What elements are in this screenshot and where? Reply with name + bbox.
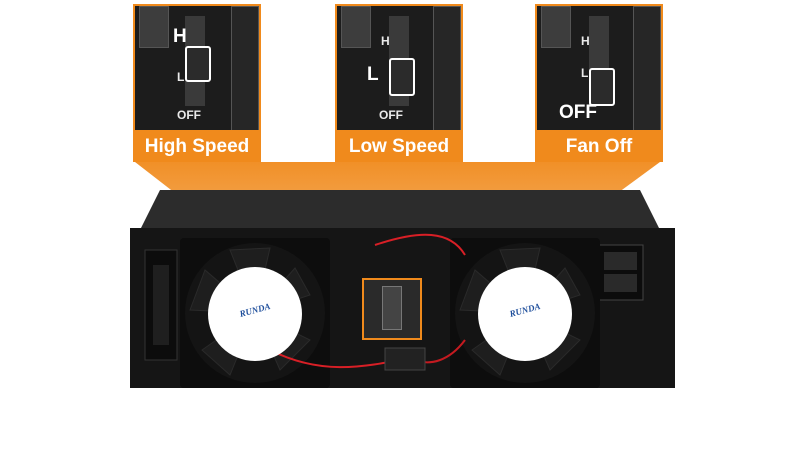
high-speed-off-mark: OFF — [177, 108, 201, 122]
high-speed-l-mark: L — [177, 70, 185, 84]
fan-off-off-mark: OFF — [559, 102, 597, 123]
high-speed-label: High Speed — [133, 132, 261, 162]
low-speed-switch-indicator — [389, 58, 415, 96]
low-speed-h-mark: H — [381, 34, 390, 48]
panel-high-speed: H L OFF High Speed — [133, 4, 261, 162]
fan-off-h-mark: H — [581, 34, 590, 48]
high-speed-h-mark: H — [173, 26, 187, 47]
fan-speed-switch[interactable] — [362, 278, 422, 340]
high-speed-switch-indicator — [185, 46, 211, 82]
fan-off-l-mark: L — [581, 66, 589, 80]
fan-off-label: Fan Off — [535, 132, 663, 162]
low-speed-label: Low Speed — [335, 132, 463, 162]
left-fan-brand: RUNDA — [238, 301, 272, 319]
left-fan-label: RUNDA — [208, 267, 302, 361]
switch-slider[interactable] — [382, 286, 402, 330]
high-speed-image: H L OFF — [133, 4, 261, 132]
fan-off-switch-indicator — [589, 68, 615, 106]
low-speed-image: H L OFF — [335, 4, 463, 132]
low-speed-l-mark: L — [367, 64, 379, 85]
fan-off-image: H L OFF — [535, 4, 663, 132]
right-fan-label: RUNDA — [478, 267, 572, 361]
panel-low-speed: H L OFF Low Speed — [335, 4, 463, 162]
low-speed-off-mark: OFF — [379, 108, 403, 122]
drive-bay-device: RUNDA RUNDA — [120, 190, 678, 390]
panel-fan-off: H L OFF Fan Off — [535, 4, 663, 162]
right-fan-brand: RUNDA — [508, 301, 542, 319]
